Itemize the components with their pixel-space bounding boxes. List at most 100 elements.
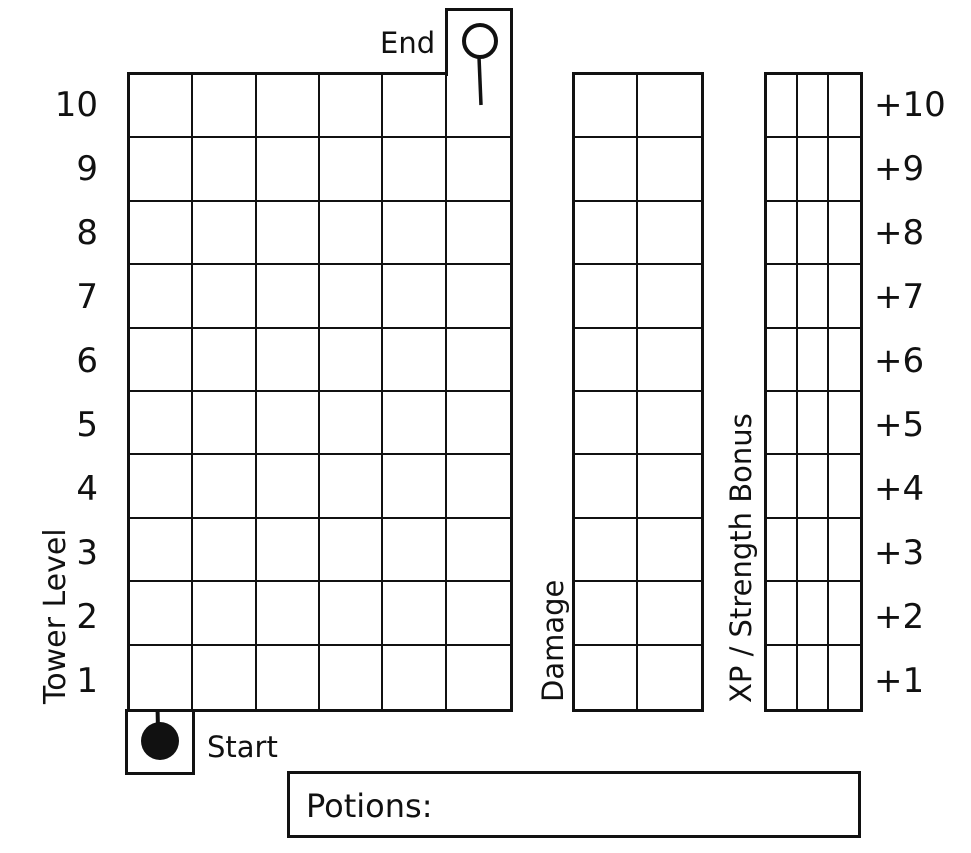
tower-cell[interactable] [319,138,384,202]
xp-cell[interactable] [798,455,829,519]
tower-cell[interactable] [193,328,257,392]
tower-cell[interactable] [383,75,447,139]
tower-cell[interactable] [446,265,510,329]
damage-cell[interactable] [638,392,701,456]
tower-cell[interactable] [256,75,320,139]
xp-cell[interactable] [767,138,798,202]
tower-cell[interactable] [130,392,194,456]
tower-cell[interactable] [193,201,257,266]
tower-cell[interactable] [130,518,194,583]
tower-cell[interactable] [193,645,257,709]
xp-cell[interactable] [798,328,829,392]
xp-cell[interactable] [767,455,798,519]
tower-cell[interactable] [256,455,320,519]
damage-cell[interactable] [575,201,638,266]
tower-cell[interactable] [383,582,447,646]
tower-cell[interactable] [130,645,194,709]
tower-cell[interactable] [319,328,384,392]
damage-cell[interactable] [638,265,701,329]
xp-cell[interactable] [798,645,829,709]
tower-cell[interactable] [256,518,320,583]
xp-cell[interactable] [767,518,798,583]
damage-cell[interactable] [575,455,638,519]
tower-cell[interactable] [193,138,257,202]
damage-cell[interactable] [575,265,638,329]
xp-cell[interactable] [829,202,860,266]
damage-cell[interactable] [638,329,701,392]
tower-cell[interactable] [319,392,384,456]
xp-cell[interactable] [829,582,860,646]
tower-cell[interactable] [130,138,194,202]
damage-cell[interactable] [638,519,701,583]
tower-cell[interactable] [130,265,194,329]
tower-cell[interactable] [447,646,510,709]
tower-cell[interactable] [446,455,510,519]
tower-cell[interactable] [193,75,257,139]
xp-cell[interactable] [829,519,860,583]
tower-cell[interactable] [193,265,257,329]
tower-cell[interactable] [193,518,257,583]
tower-cell[interactable] [193,582,257,646]
damage-cell[interactable] [638,202,701,266]
tower-cell[interactable] [193,455,257,519]
xp-cell[interactable] [767,328,798,392]
xp-cell[interactable] [767,645,798,709]
tower-cell[interactable] [256,328,320,392]
tower-cell[interactable] [446,582,510,646]
damage-cell[interactable] [575,582,638,646]
damage-cell[interactable] [638,455,701,519]
xp-cell[interactable] [798,201,829,266]
tower-cell[interactable] [256,392,320,456]
xp-cell[interactable] [798,518,829,583]
tower-cell[interactable] [319,75,384,139]
tower-cell[interactable] [446,519,510,583]
tower-cell[interactable] [383,138,447,202]
tower-cell[interactable] [446,202,510,266]
tower-cell[interactable] [446,392,510,456]
tower-cell[interactable] [256,582,320,646]
tower-cell[interactable] [319,582,384,646]
damage-cell[interactable] [638,75,701,139]
tower-cell[interactable] [256,201,320,266]
tower-cell[interactable] [319,518,384,583]
damage-cell[interactable] [638,582,701,646]
tower-cell[interactable] [130,328,194,392]
xp-cell[interactable] [767,392,798,456]
xp-cell[interactable] [829,138,860,202]
tower-cell[interactable] [130,201,194,266]
tower-cell[interactable] [319,201,384,266]
damage-cell[interactable] [575,392,638,456]
xp-cell[interactable] [798,265,829,329]
tower-cell[interactable] [319,265,384,329]
potions-box[interactable] [287,771,861,838]
xp-cell[interactable] [829,646,860,709]
damage-cell[interactable] [575,75,638,139]
tower-cell[interactable] [130,582,194,646]
xp-cell[interactable] [829,329,860,392]
damage-cell[interactable] [575,645,638,709]
damage-cell[interactable] [638,646,701,709]
xp-cell[interactable] [829,392,860,456]
tower-cell[interactable] [446,75,510,139]
tower-cell[interactable] [446,138,510,202]
tower-cell[interactable] [446,329,510,392]
tower-cell[interactable] [383,392,447,456]
tower-cell[interactable] [383,201,447,266]
damage-cell[interactable] [575,328,638,392]
tower-cell[interactable] [383,328,447,392]
xp-cell[interactable] [767,582,798,646]
xp-cell[interactable] [767,265,798,329]
tower-cell[interactable] [256,138,320,202]
xp-cell[interactable] [767,75,798,139]
damage-cell[interactable] [575,138,638,202]
xp-cell[interactable] [798,75,829,139]
damage-cell[interactable] [638,138,701,202]
tower-cell[interactable] [257,645,320,709]
xp-cell[interactable] [767,201,798,266]
tower-cell[interactable] [383,265,447,329]
tower-cell[interactable] [319,455,384,519]
xp-cell[interactable] [829,75,860,139]
damage-cell[interactable] [575,518,638,583]
tower-cell[interactable] [130,75,194,139]
tower-cell[interactable] [320,645,384,709]
